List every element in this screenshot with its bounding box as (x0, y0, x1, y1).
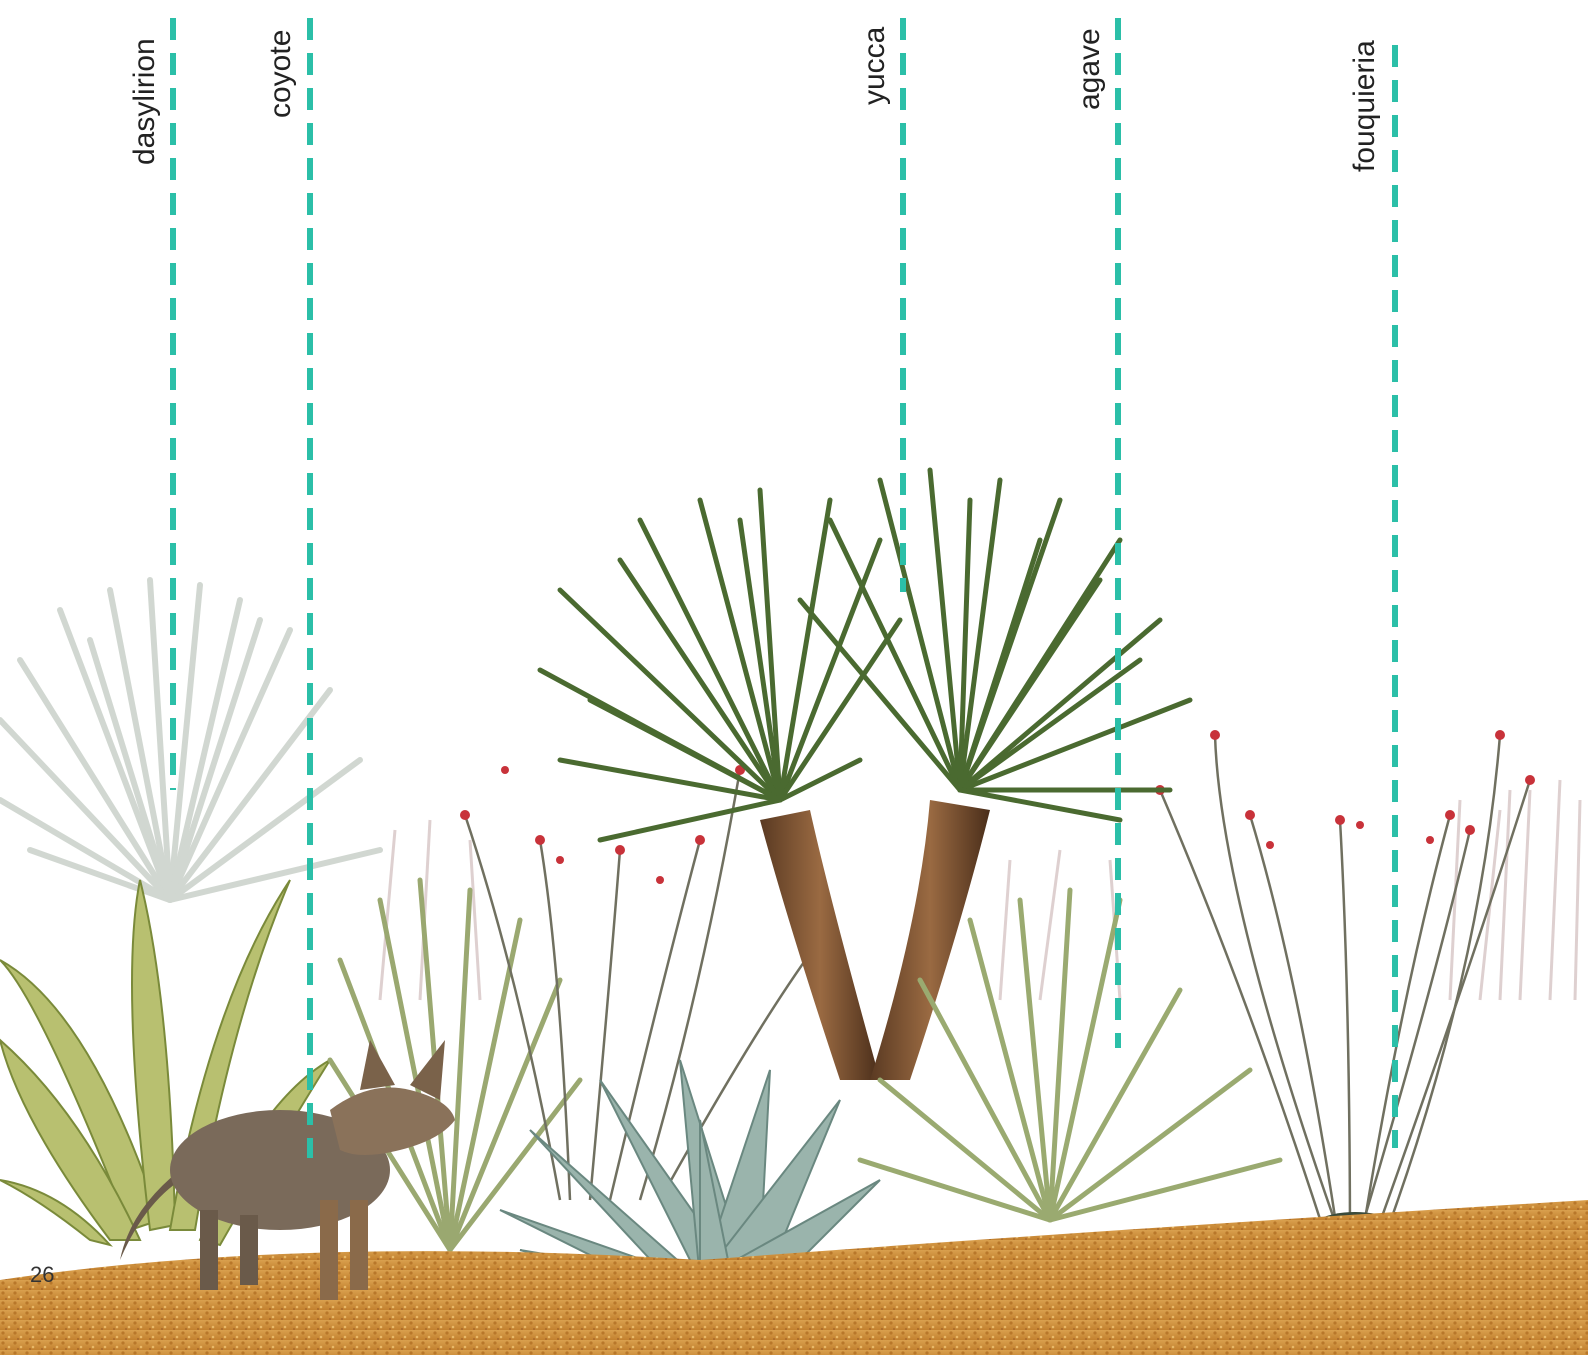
label-yucca: yucca (860, 27, 890, 105)
label-agave: agave (1075, 28, 1105, 110)
label-coyote: coyote (266, 30, 296, 118)
label-fouquieria: fouquieria (1350, 40, 1380, 172)
page-number: 26 (30, 1262, 54, 1288)
label-dasylirion: dasylirion (130, 38, 160, 165)
